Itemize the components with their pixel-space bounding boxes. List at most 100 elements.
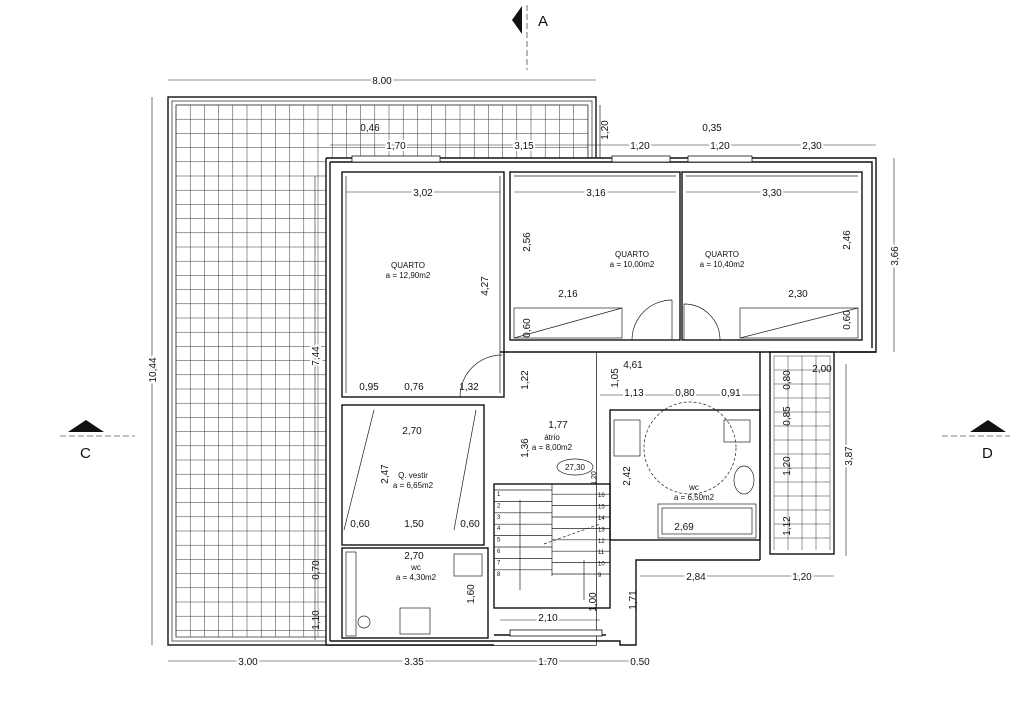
dim-label: 1,22 [520, 370, 531, 390]
dim-label: 1,50 [404, 519, 424, 530]
dim-label: 10,44 [148, 357, 159, 382]
dim-label: 7,44 [311, 346, 322, 366]
room-area-bedroom-3: a = 10,40m2 [700, 260, 745, 269]
dim-label: 0,76 [404, 382, 424, 393]
dim-label: 2,70 [404, 551, 424, 562]
section-label-a: A [538, 13, 548, 30]
interior-walls [341, 171, 876, 639]
room-name-bedroom-2: QUARTO [615, 250, 649, 259]
dim-label: 1,20 [710, 141, 730, 152]
dim-label: 0,70 [311, 560, 322, 580]
dim-label: 3,15 [514, 141, 534, 152]
dim-label: 1,20 [600, 120, 611, 140]
dim-label: 0,95 [359, 382, 379, 393]
dim-label: 1,70 [386, 141, 406, 152]
dim-label: 0,80 [782, 370, 793, 390]
dim-label: 1.70 [538, 657, 558, 668]
dim-label: 2,30 [802, 141, 822, 152]
section-label-d: D [982, 445, 993, 462]
room-name-atrium: átrio [544, 433, 560, 442]
dim-label: 1,71 [628, 590, 639, 610]
dim-label: 1,77 [548, 420, 568, 431]
dimension-lines [151, 79, 895, 662]
room-area-wc-small: a = 4,30m2 [396, 573, 437, 582]
dim-label: 1,00 [588, 592, 599, 612]
dim-label: 1,60 [466, 584, 477, 604]
section-marker-d [942, 420, 1010, 437]
dim-label: 2,56 [522, 232, 533, 252]
dim-label: 1,20 [782, 456, 793, 476]
stair-step-number: 8 [497, 572, 501, 578]
section-marker-a [512, 5, 528, 70]
level-tag: 27,30 [565, 463, 586, 472]
dim-label: 1,32 [459, 382, 479, 393]
dim-label: 3,87 [844, 446, 855, 466]
dim-label: 3,16 [586, 188, 606, 199]
dimension-labels: 8.00 0,46 1,70 3,15 1,20 0,35 1,20 1,20 … [146, 74, 903, 670]
section-label-c: C [80, 445, 91, 462]
room-name-wc-large: wc [688, 483, 699, 492]
room-name-dressing: Q. vestir [398, 471, 428, 480]
dim-label: 2,84 [686, 572, 706, 583]
stair-step-number: 11 [598, 550, 605, 556]
stair-step-number: 12 [598, 539, 605, 545]
dim-label: 1,10 [311, 610, 322, 630]
dim-label: 3.35 [404, 657, 424, 668]
dim-label: 0,80 [675, 388, 695, 399]
dim-label: 2,69 [674, 522, 694, 533]
dim-label: 1,20 [792, 572, 812, 583]
dim-label: 2,00 [812, 364, 832, 375]
stair-step-number: 4 [497, 526, 501, 532]
dim-label: 1,05 [610, 368, 621, 388]
dim-label: 0.50 [630, 657, 650, 668]
dim-label: 1,12 [782, 516, 793, 536]
dim-label: 4,61 [623, 360, 643, 371]
stair-step-number: 2 [497, 503, 501, 509]
room-area-bedroom-1: a = 12,90m2 [386, 271, 431, 280]
room-area-dressing: a = 6,65m2 [393, 481, 434, 490]
dim-label: 0,85 [782, 406, 793, 426]
room-name-wc-small: wc [410, 563, 421, 572]
stair-step-number: 5 [497, 538, 501, 544]
stair-step-number: 3 [497, 515, 501, 521]
dim-label: 0,60 [522, 318, 533, 338]
stair-step-number: 7 [497, 560, 501, 566]
stair-step-number: 16 [598, 493, 605, 499]
room-area-bedroom-2: a = 10,00m2 [610, 260, 655, 269]
dim-label: 1,20 [630, 141, 650, 152]
dim-label: 0,91 [721, 388, 741, 399]
stair-step-number: 9 [598, 573, 602, 579]
dim-label: 2,16 [558, 289, 578, 300]
dim-label: 1,36 [520, 438, 531, 458]
room-area-atrium: a = 8,00m2 [532, 443, 573, 452]
dim-label: 2,46 [842, 230, 853, 250]
dim-label: 2,47 [380, 464, 391, 484]
stair-step-number: 10 [598, 562, 605, 568]
stair-step-number: 15 [598, 505, 605, 511]
stair-step-number: 6 [497, 549, 501, 555]
dim-label: 8.00 [372, 76, 392, 87]
room-name-bedroom-1: QUARTO [391, 261, 425, 270]
dim-label: 4,27 [480, 276, 491, 296]
stair-step-number: 1 [497, 492, 501, 498]
section-marker-c [60, 420, 135, 437]
dim-label: 3,66 [890, 246, 901, 266]
dim-label: 3,02 [413, 188, 433, 199]
dim-label: 0,60 [842, 310, 853, 330]
dim-label: 1,13 [624, 388, 644, 399]
dim-label: 0,46 [360, 123, 380, 134]
dim-label: 2,30 [788, 289, 808, 300]
dim-label: 0,35 [702, 123, 722, 134]
dim-label: 0,60 [350, 519, 370, 530]
dim-label: 2,70 [402, 426, 422, 437]
room-name-bedroom-3: QUARTO [705, 250, 739, 259]
dim-label: 3.00 [238, 657, 258, 668]
stair-step-number: 13 [598, 527, 605, 533]
dim-label: 2,42 [622, 466, 633, 486]
stair-step-number: 14 [598, 516, 605, 522]
dim-label: 0,60 [460, 519, 480, 530]
dim-label: 2,10 [538, 613, 558, 624]
dim-label: 3,30 [762, 188, 782, 199]
